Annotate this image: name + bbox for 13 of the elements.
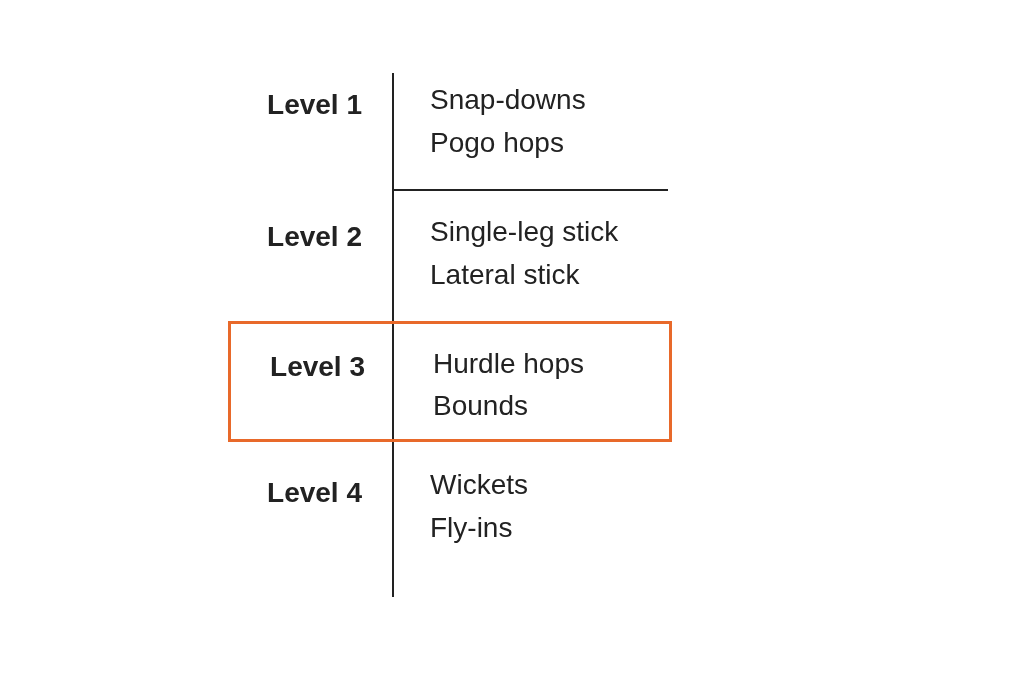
exercise-name: Single-leg stick bbox=[430, 215, 619, 249]
exercise-name: Snap-downs bbox=[430, 83, 586, 117]
exercise-name: Hurdle hops bbox=[433, 347, 584, 381]
highlight-box bbox=[228, 321, 672, 442]
exercise-name: Lateral stick bbox=[430, 258, 580, 292]
exercise-name: Bounds bbox=[433, 389, 528, 423]
exercise-name: Wickets bbox=[430, 468, 528, 502]
exercise-name: Fly-ins bbox=[430, 511, 513, 545]
exercise-name: Pogo hops bbox=[430, 126, 564, 160]
level-heading: Level 3 bbox=[270, 350, 365, 384]
level-heading: Level 4 bbox=[267, 476, 362, 510]
level-heading: Level 2 bbox=[267, 220, 362, 254]
level-heading: Level 1 bbox=[267, 88, 362, 122]
